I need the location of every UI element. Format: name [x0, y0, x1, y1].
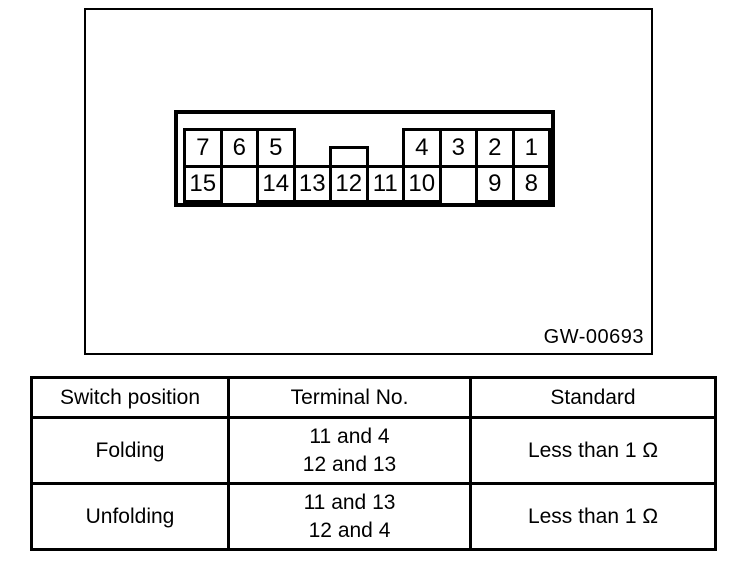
- terminal-cell-10: 10: [402, 165, 442, 203]
- terminal-pair-line: 11 and 4: [309, 424, 390, 448]
- terminal-cell-6: 6: [219, 128, 259, 168]
- switch-position-value: Unfolding: [30, 482, 230, 551]
- continuity-spec-table: Switch position Terminal No. Standard Fo…: [30, 376, 717, 551]
- terminal-cell-7: 7: [183, 128, 223, 168]
- terminal-cell-11: 11: [365, 165, 405, 203]
- terminal-cell-13: 13: [292, 165, 332, 203]
- terminal-cell-15: 15: [183, 165, 223, 203]
- terminal-cell-9: 9: [475, 165, 515, 203]
- header-terminal-no: Terminal No.: [227, 376, 472, 419]
- table-row-unfolding: Unfolding 11 and 13 12 and 4 Less than 1…: [30, 482, 717, 551]
- terminal-cell-2: 2: [475, 128, 515, 168]
- figure-frame: 7 6 5 4 3 2 1 15 14 13 12 11 10 9 8 GW-0…: [84, 8, 653, 355]
- connector-diagram: 7 6 5 4 3 2 1 15 14 13 12 11 10 9 8: [174, 110, 555, 207]
- terminal-cell-8: 8: [511, 165, 551, 203]
- standard-value: Less than 1 Ω: [469, 416, 717, 485]
- terminal-cell-1: 1: [511, 128, 551, 168]
- header-switch-position: Switch position: [30, 376, 230, 419]
- terminal-cell-12: 12: [329, 165, 369, 203]
- terminal-cell-5: 5: [256, 128, 296, 168]
- terminal-pair-line: 12 and 4: [308, 518, 391, 542]
- terminal-pair-line: 11 and 13: [303, 490, 396, 514]
- terminal-pairs: 11 and 13 12 and 4: [227, 482, 472, 551]
- terminal-cell-3: 3: [438, 128, 478, 168]
- table-row-folding: Folding 11 and 4 12 and 13 Less than 1 Ω: [30, 416, 717, 485]
- figure-code-label: GW-00693: [543, 326, 644, 348]
- standard-value: Less than 1 Ω: [469, 482, 717, 551]
- switch-position-value: Folding: [30, 416, 230, 485]
- table-header-row: Switch position Terminal No. Standard: [30, 376, 717, 419]
- terminal-cell-14: 14: [256, 165, 296, 203]
- terminal-pair-line: 12 and 13: [302, 452, 397, 476]
- terminal-pairs: 11 and 4 12 and 13: [227, 416, 472, 485]
- terminal-cell-4: 4: [402, 128, 442, 168]
- header-standard: Standard: [469, 376, 717, 419]
